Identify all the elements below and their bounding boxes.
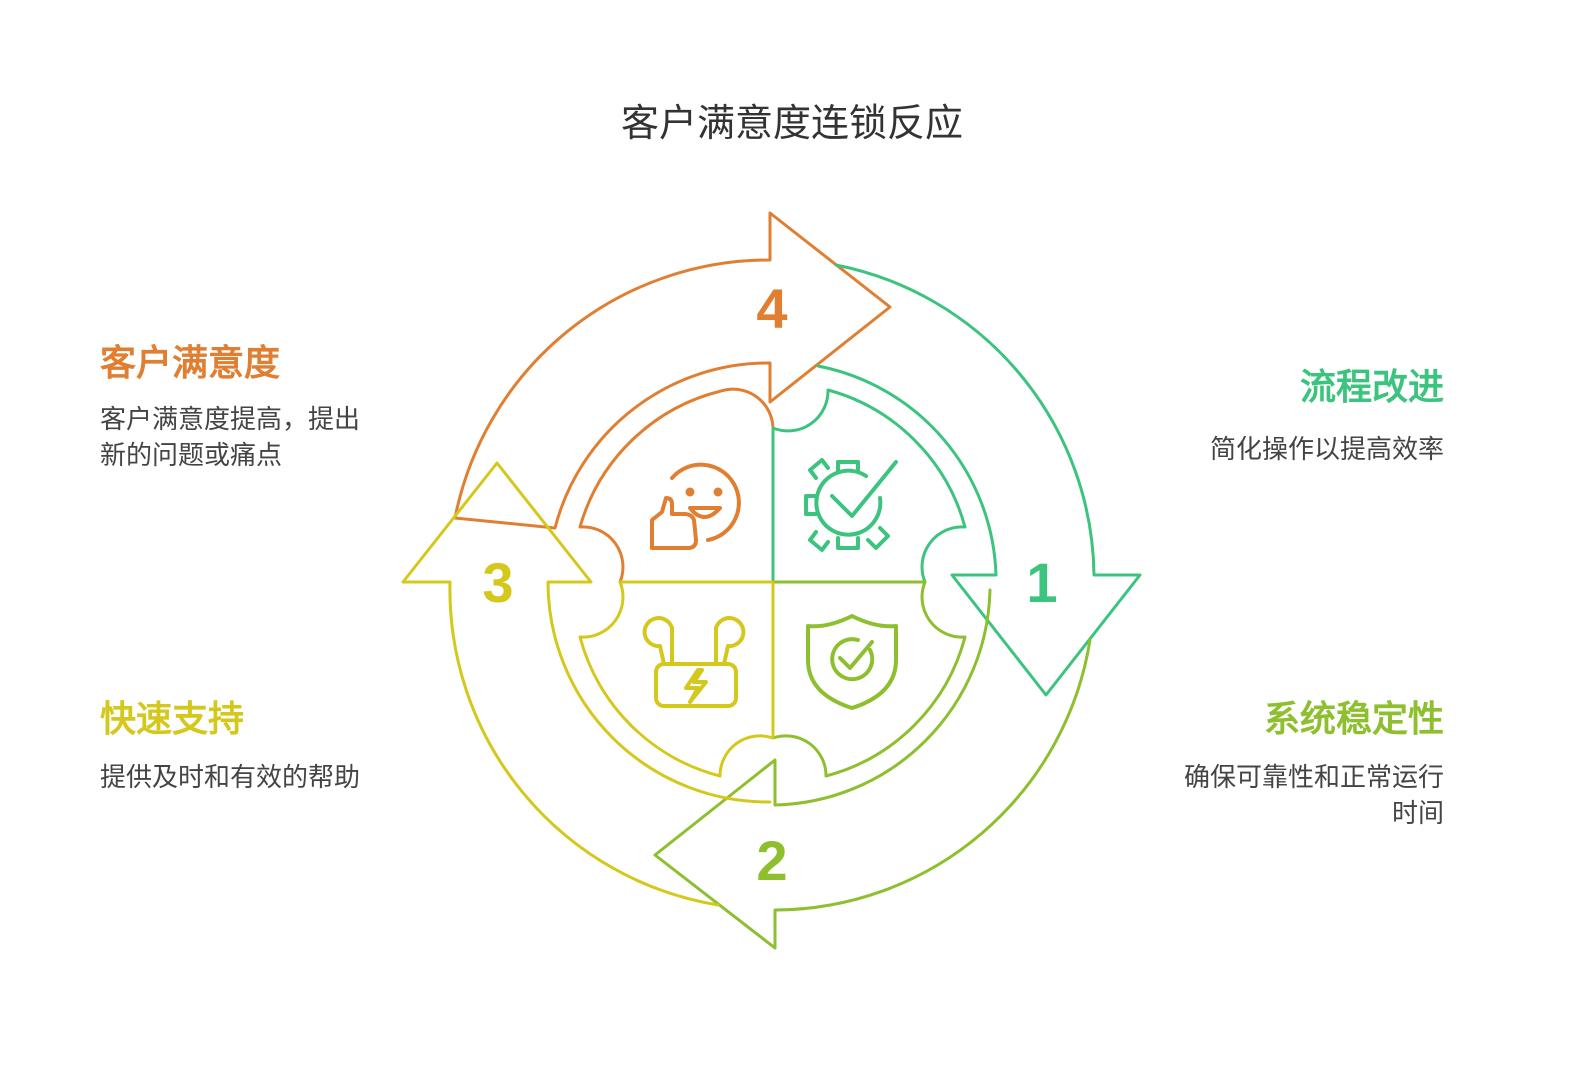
step2-description: 确保可靠性和正常运行时间 — [1183, 763, 1444, 829]
step3-number: 3 — [482, 551, 513, 614]
step1-description: 简化操作以提高效率 — [1209, 435, 1444, 465]
step2-number: 2 — [756, 829, 787, 892]
shield-check-icon — [806, 614, 898, 710]
gear-check-icon — [804, 458, 898, 552]
smiley-thumbs-up-icon — [650, 462, 741, 550]
diagram-title: 客户满意度连锁反应 — [620, 101, 963, 145]
arrow-1 — [816, 263, 1142, 697]
step1-title: 流程改进 — [1299, 367, 1444, 408]
arrow-2 — [653, 588, 1092, 950]
step3-description: 提供及时和有效的帮助 — [100, 763, 361, 793]
quadrant-satisfaction — [578, 387, 775, 584]
step3-title: 快速支持 — [100, 699, 245, 740]
step4-description: 客户满意度提高，提出新的问题或痛点 — [100, 405, 361, 471]
step4-title: 客户满意度 — [100, 343, 281, 384]
step1-number: 1 — [1026, 551, 1057, 614]
quadrant-support — [578, 580, 775, 778]
step4-number: 4 — [756, 277, 787, 340]
charging-earbuds-icon — [642, 616, 746, 708]
quadrant-stability — [771, 580, 967, 778]
arrow-4 — [453, 211, 892, 530]
quadrant-process — [771, 388, 967, 584]
arrow-3 — [401, 461, 772, 907]
step2-title: 系统稳定性 — [1263, 699, 1444, 740]
